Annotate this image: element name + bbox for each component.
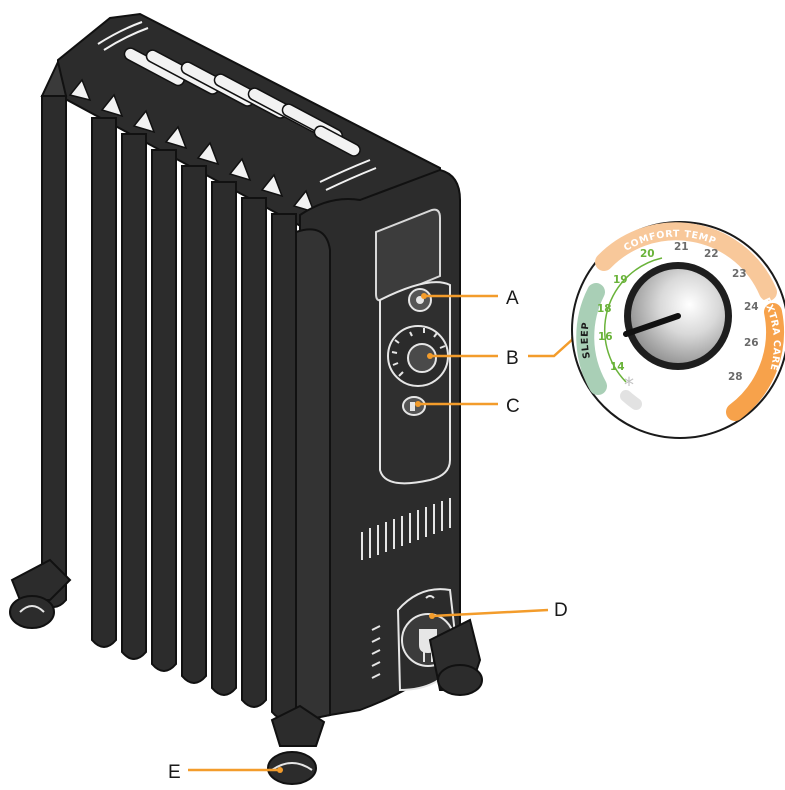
oil-heater: [9, 12, 483, 785]
front-foot: [267, 704, 326, 785]
callout-e-label: E: [168, 762, 181, 783]
green-scale-numbers: 14 16 18 19 20: [597, 248, 655, 373]
callouts: A B C D E: [168, 288, 577, 783]
dial-pointer: [623, 313, 681, 337]
sleep-band: [576, 283, 607, 395]
top-vent-slots: [123, 47, 361, 157]
dial-number: 26: [744, 337, 759, 349]
mode-button[interactable]: [402, 396, 426, 416]
callout-c-label: C: [506, 396, 520, 417]
callout-a-label: A: [506, 288, 519, 309]
side-panel: [40, 58, 68, 97]
dial-number: 28: [728, 371, 743, 383]
callout-b: B: [427, 335, 577, 369]
callout-e: E: [168, 762, 283, 783]
dial-number: 19: [613, 274, 628, 286]
callout-d: D: [429, 600, 568, 621]
dial-number: 18: [597, 303, 612, 315]
fins: [41, 95, 297, 720]
small-vent-holes: [97, 21, 377, 191]
callout-b-label: B: [506, 348, 519, 369]
side-vent-slots: [371, 625, 381, 679]
sleep-label: SLEEP: [580, 321, 593, 359]
right-foot: [428, 618, 483, 696]
frost-protection-icon: *: [624, 373, 634, 397]
callout-a: A: [421, 288, 519, 309]
left-foot: [9, 558, 72, 629]
frost-band: [620, 390, 642, 410]
grey-scale-numbers: 21 22 23 24 26 28: [674, 241, 759, 383]
bottom-vent-grille: [361, 498, 451, 560]
dial-number: 14: [610, 361, 625, 373]
callout-d-label: D: [554, 600, 568, 621]
display-window: [375, 208, 441, 302]
dial-number: 16: [598, 331, 613, 343]
front-ridge-triangles: [68, 78, 316, 214]
power-button[interactable]: [408, 288, 432, 312]
dial-number: 21: [674, 241, 689, 253]
green-scale-arc: [603, 257, 663, 383]
dial-number: 22: [704, 248, 719, 260]
callout-c: C: [415, 396, 520, 417]
comfort-temp-band: [595, 222, 777, 301]
extra-care-band: [726, 303, 784, 421]
dial-detail: COMFORT TEMP EXTRA CARE SLEEP 14 16 18 1…: [571, 221, 785, 439]
dial-number: 23: [732, 268, 747, 280]
dial-number: 20: [640, 248, 655, 260]
dial-number: 24: [744, 301, 759, 313]
front-face: [295, 228, 331, 724]
